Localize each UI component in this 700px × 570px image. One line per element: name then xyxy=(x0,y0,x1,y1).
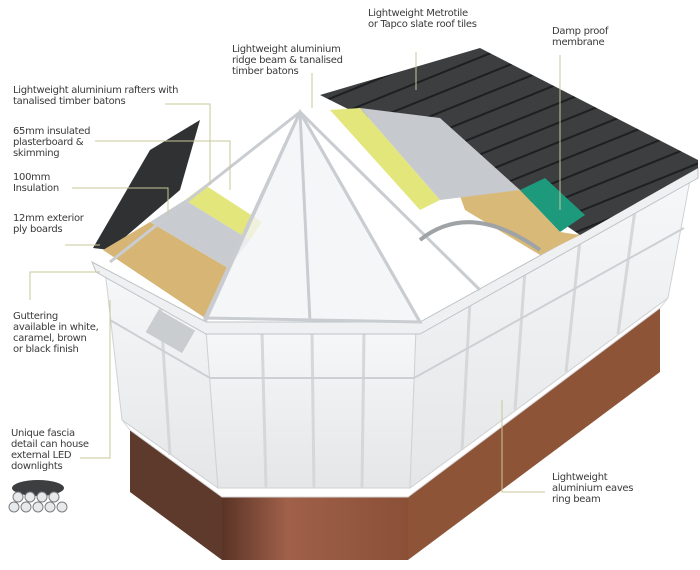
roof-tiles xyxy=(93,48,698,250)
label-membrane: Damp proof membrane xyxy=(552,26,609,48)
damp-proof-membrane xyxy=(520,178,585,232)
insulation-layers xyxy=(150,108,520,268)
label-plasterboard: 65mm insulated plasterboard & skimming xyxy=(13,126,91,159)
label-rafters: Lightweight aluminium rafters with tanal… xyxy=(13,85,179,107)
label-ring-beam: Lightweight aluminium eaves ring beam xyxy=(552,472,634,505)
eaves-ring-beam xyxy=(91,167,699,335)
led-downlights-image xyxy=(8,480,68,513)
brick-dwarf-wall xyxy=(130,308,660,560)
leader-lines xyxy=(29,52,561,493)
label-guttering: Guttering available in white, caramel, b… xyxy=(13,311,99,355)
label-ridge-beam: Lightweight aluminium ridge beam & tanal… xyxy=(232,44,343,77)
roof-rafters xyxy=(109,108,542,324)
label-fascia: Unique fascia detail can house external … xyxy=(11,428,89,472)
label-insulation: 100mm Insulation xyxy=(13,172,59,194)
label-roof-tiles: Lightweight Metrotile or Tapco slate roo… xyxy=(368,8,477,30)
label-ply-boards: 12mm exterior ply boards xyxy=(13,213,84,235)
